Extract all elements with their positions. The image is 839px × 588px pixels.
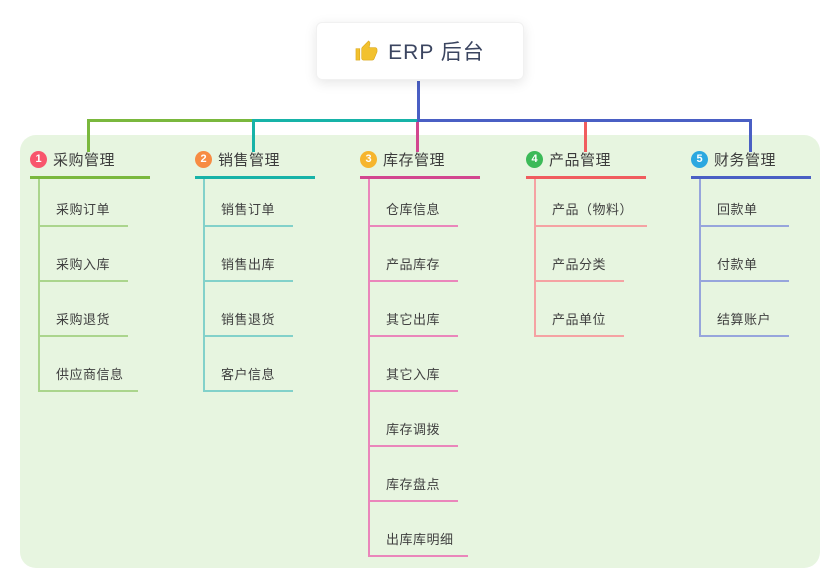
child-node[interactable]: 供应商信息 <box>40 337 138 392</box>
branch-number-badge: 2 <box>195 150 212 168</box>
branch-4: 4 产品管理产品（物料）产品分类产品单位 <box>526 148 676 337</box>
root-connector-line <box>417 81 420 121</box>
child-node[interactable]: 仓库信息 <box>370 179 458 227</box>
branch-children: 销售订单销售出库销售退货客户信息 <box>203 179 345 392</box>
branch-label: 库存管理 <box>383 151 446 169</box>
branch-drop-4 <box>584 122 587 152</box>
branch-drop-5 <box>749 119 752 152</box>
branch-node-3[interactable]: 3 库存管理 <box>360 148 480 179</box>
root-node[interactable]: ERP 后台 <box>316 22 524 80</box>
branch-number-badge: 1 <box>30 150 47 168</box>
branch-number-badge: 5 <box>691 150 708 168</box>
branch-children: 采购订单采购入库采购退货供应商信息 <box>38 179 180 392</box>
branch-label: 产品管理 <box>549 151 612 169</box>
branch-node-2[interactable]: 2 销售管理 <box>195 148 315 179</box>
branch-drop-3 <box>416 122 419 152</box>
branch-drop-2 <box>252 119 255 152</box>
branch-label: 采购管理 <box>53 151 116 169</box>
child-node[interactable]: 结算账户 <box>701 282 789 337</box>
branch-children: 产品（物料）产品分类产品单位 <box>534 179 676 337</box>
branch-number-badge: 4 <box>526 150 543 168</box>
bus-segment-3 <box>417 119 752 122</box>
branch-node-4[interactable]: 4 产品管理 <box>526 148 646 179</box>
branch-3: 3 库存管理仓库信息产品库存其它出库其它入库库存调拨库存盘点出库库明细 <box>360 148 510 557</box>
child-node[interactable]: 销售退货 <box>205 282 293 337</box>
child-node[interactable]: 采购入库 <box>40 227 128 282</box>
child-node[interactable]: 产品分类 <box>536 227 624 282</box>
branch-drop-1 <box>87 119 90 152</box>
branch-label: 销售管理 <box>218 151 281 169</box>
root-node-label: ERP 后台 <box>388 41 485 64</box>
child-node[interactable]: 出库库明细 <box>370 502 468 557</box>
child-node[interactable]: 采购退货 <box>40 282 128 337</box>
child-node[interactable]: 产品（物料） <box>536 179 648 227</box>
thumbs-up-icon <box>355 40 378 63</box>
bus-segment-2 <box>253 119 417 122</box>
child-node[interactable]: 其它入库 <box>370 337 458 392</box>
branch-children: 仓库信息产品库存其它出库其它入库库存调拨库存盘点出库库明细 <box>368 179 510 557</box>
child-node[interactable]: 销售订单 <box>205 179 293 227</box>
branch-2: 2 销售管理销售订单销售出库销售退货客户信息 <box>195 148 345 392</box>
child-node[interactable]: 库存调拨 <box>370 392 458 447</box>
branch-1: 1 采购管理采购订单采购入库采购退货供应商信息 <box>30 148 180 392</box>
child-node[interactable]: 其它出库 <box>370 282 458 337</box>
child-node[interactable]: 采购订单 <box>40 179 128 227</box>
branches-panel <box>20 135 820 568</box>
bus-segment-1 <box>87 119 253 122</box>
child-node[interactable]: 付款单 <box>701 227 789 282</box>
branch-5: 5 财务管理回款单付款单结算账户 <box>691 148 839 337</box>
branch-node-5[interactable]: 5 财务管理 <box>691 148 811 179</box>
branch-number-badge: 3 <box>360 150 377 168</box>
child-node[interactable]: 销售出库 <box>205 227 293 282</box>
branch-children: 回款单付款单结算账户 <box>699 179 839 337</box>
child-node[interactable]: 库存盘点 <box>370 447 458 502</box>
child-node[interactable]: 客户信息 <box>205 337 293 392</box>
branch-label: 财务管理 <box>714 151 777 169</box>
branch-node-1[interactable]: 1 采购管理 <box>30 148 150 179</box>
child-node[interactable]: 产品单位 <box>536 282 624 337</box>
child-node[interactable]: 回款单 <box>701 179 789 227</box>
child-node[interactable]: 产品库存 <box>370 227 458 282</box>
